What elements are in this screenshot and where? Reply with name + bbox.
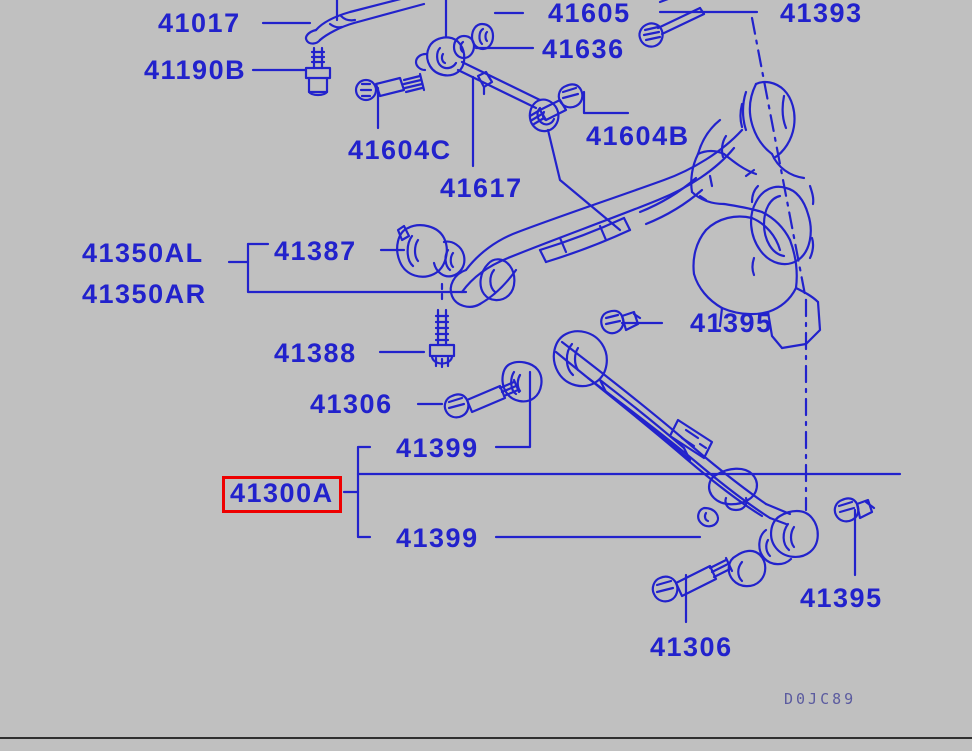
part-41306-lower-bolt [651,556,734,603]
part-41617-lateral-link [414,36,622,232]
part-41387-bushing [396,224,466,278]
part-41399-upper-bushing [501,360,543,403]
part-label-41604C[interactable]: 41604C [348,135,452,165]
lower-small-bushing [727,549,767,588]
part-41604B-bolt [528,83,584,126]
trailing-arm-body [449,128,744,308]
leader-lines [227,0,902,624]
part-41395-upper-nut [600,309,642,335]
part-label-41350AR[interactable]: 41350AR [82,279,207,309]
part-label-41300A-highlighted[interactable]: 41300A [222,476,342,513]
part-41605-41636-bushings [452,22,495,60]
part-41393-bolt [638,0,706,48]
part-label-41399-upper[interactable]: 41399 [396,433,479,463]
part-41388-bolt [428,282,456,369]
part-41306-upper-bolt [443,378,521,419]
part-label-41395-upper[interactable]: 41395 [690,308,773,338]
part-label-41399-lower[interactable]: 41399 [396,523,479,553]
part-label-41388[interactable]: 41388 [274,338,357,368]
knuckle-hub-carrier [690,80,822,350]
part-label-41017[interactable]: 41017 [158,8,241,38]
part-41604C-bolt [354,72,426,102]
part-label-41604B[interactable]: 41604B [586,121,690,151]
part-label-41605[interactable]: 41605 [548,0,631,28]
bottom-divider [0,737,972,751]
part-label-41636[interactable]: 41636 [542,34,625,64]
part-label-41306-lower[interactable]: 41306 [650,632,733,662]
centerlines [750,16,808,512]
part-label-41350AL[interactable]: 41350AL [82,238,204,268]
part-41395-lower-nut [833,497,876,523]
part-label-41190B[interactable]: 41190B [144,55,247,85]
part-label-41395-lower[interactable]: 41395 [800,583,883,613]
part-41017-upper-link [304,0,426,45]
part-41300A-lower-control-arm [552,330,819,566]
part-label-41393[interactable]: 41393 [780,0,863,28]
part-label-41617[interactable]: 41617 [440,173,523,203]
part-label-41387[interactable]: 41387 [274,236,357,266]
part-41190B-bolt [304,46,332,97]
part-label-41306-upper[interactable]: 41306 [310,389,393,419]
diagram-watermark-code: D0JC89 [784,690,857,708]
